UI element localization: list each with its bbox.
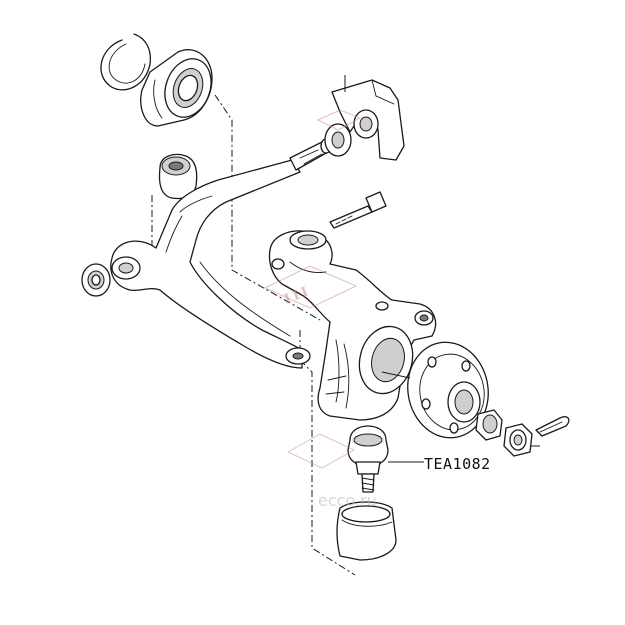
steering-knuckle (268, 230, 437, 421)
arm-bush (158, 153, 198, 200)
protective-shield (336, 501, 397, 561)
bracket-bolt (329, 191, 387, 229)
axle-nut (475, 409, 540, 457)
cotter-pin (535, 416, 570, 437)
front-washer (81, 263, 111, 297)
svg-text:ecco.ru: ecco.ru (318, 491, 377, 510)
ball-joint (347, 425, 424, 493)
circlip (100, 33, 152, 91)
wheel-hub (381, 341, 489, 439)
wheel-bearing (140, 49, 213, 127)
control-arm (110, 138, 332, 369)
spindle-washer (324, 123, 352, 157)
part-number-label: TEA1082 (424, 455, 491, 473)
mounting-bracket (331, 75, 405, 161)
